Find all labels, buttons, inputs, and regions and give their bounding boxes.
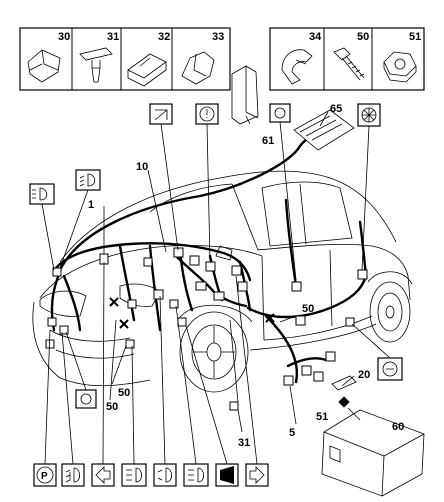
callout-51: 51: [316, 411, 328, 423]
clip-32-icon: [127, 53, 167, 87]
clip-33-icon: [181, 51, 215, 85]
nut-51-icon: [383, 51, 417, 83]
callout-50-left: 50: [106, 401, 118, 413]
connector-blocks: [45, 247, 368, 411]
part-label-50: 50: [357, 31, 369, 43]
clip-34-icon: [281, 49, 313, 85]
callout-numbers: 1 5 10 20 31 50 50 50 51 60 61 65: [88, 103, 404, 449]
leader-lines: [41, 111, 391, 465]
left-icons: [29, 169, 403, 409]
bracket-65: [293, 109, 355, 151]
rear-wheel: [367, 271, 413, 343]
clip-30-icon: [27, 49, 61, 83]
side-lamp-icon: [153, 463, 177, 487]
callout-10: 10: [136, 161, 148, 173]
right-turn-icon: [245, 463, 269, 487]
callout-60: 60: [392, 421, 404, 433]
bracket-61: [231, 65, 259, 125]
sensor-icon: [269, 103, 291, 123]
callout-1: 1: [88, 199, 94, 211]
callout-31: 31: [238, 437, 250, 449]
part-label-34: 34: [309, 31, 322, 43]
part-label-51: 51: [409, 31, 421, 43]
bottom-icons: P: [33, 463, 269, 487]
earth-points: [109, 297, 275, 329]
callout-5: 5: [289, 427, 295, 439]
front-wheel: [177, 304, 253, 393]
callout-50-right: 50: [302, 303, 314, 315]
part-label-32: 32: [158, 31, 170, 43]
airbag-sensor-icon: [75, 389, 97, 409]
left-turn-icon: [91, 463, 115, 487]
fog-lamp-icon: [61, 463, 85, 487]
parts-box-right: 34 50 51: [269, 27, 425, 91]
part-label-30: 30: [58, 31, 70, 43]
front-fog-icon: [121, 463, 147, 487]
callout-20: 20: [358, 369, 370, 381]
wiper-icon: [149, 103, 173, 125]
headlamp-icon: [183, 463, 209, 487]
parts-box-left: 30 31 32 33: [19, 27, 231, 91]
svg-text:P: P: [41, 471, 48, 482]
ecu-box-60: [321, 409, 425, 497]
screw-50-icon: [333, 47, 365, 81]
part-label-33: 33: [212, 31, 224, 43]
top-icons: [149, 103, 381, 127]
part-label-31: 31: [107, 31, 119, 43]
callout-65: 65: [330, 103, 342, 115]
callout-50-middle: 50: [118, 387, 130, 399]
clip-31-icon: [79, 47, 113, 83]
callout-61: 61: [262, 135, 274, 147]
car-body: [32, 170, 413, 393]
